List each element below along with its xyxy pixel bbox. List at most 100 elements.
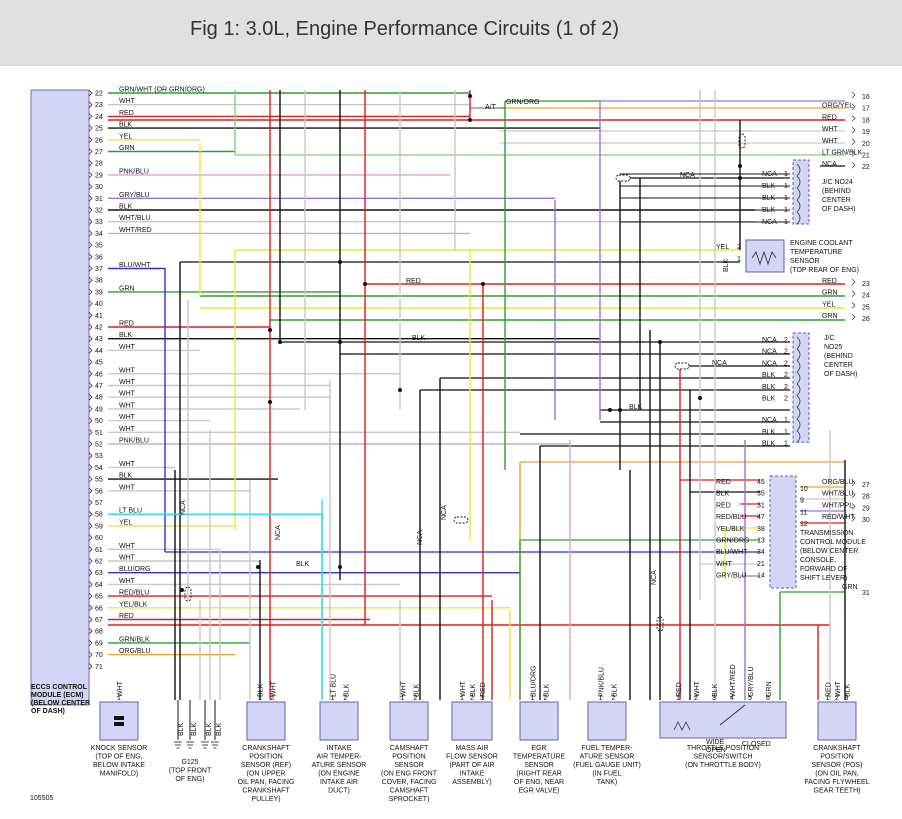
fuel-pin: 2 — [611, 695, 615, 702]
fuel-label: (IN FUEL — [592, 771, 621, 778]
tps-closed-label: CLOSED — [742, 741, 771, 748]
tps-wide-label: WIDE — [706, 739, 725, 746]
right-wire: RED — [822, 278, 837, 285]
arrow — [851, 150, 856, 157]
pin-mark — [88, 218, 93, 225]
tps-pin: 2 — [694, 695, 698, 702]
fuel-label: (FUEL GAUGE UNIT) — [573, 762, 641, 769]
ecm-pin-wire: GRN/WHT (OR GRN/ORG) — [119, 87, 205, 94]
g125-wire-label: BLK — [206, 722, 213, 736]
egr-label: EGR VALVE) — [519, 788, 560, 795]
connector-pin — [796, 383, 801, 396]
splice-dot — [268, 328, 272, 332]
tps-wire-label: GRN — [766, 681, 773, 697]
pin-mark — [88, 440, 93, 448]
tcm-pin-wire: RED — [716, 479, 731, 486]
knock-label: (TOP OF ENG, — [95, 754, 142, 761]
pin-mark — [88, 89, 93, 97]
nca-label: NCA — [417, 530, 424, 545]
tcm-right-pin: 11 — [800, 509, 807, 516]
right-pin-number: 21 — [862, 153, 870, 160]
cmp-wire-label: BLK — [413, 683, 420, 697]
nca-loop — [674, 362, 690, 370]
pin-mark — [88, 522, 93, 530]
pin-mark — [88, 604, 93, 612]
jc-no24 — [792, 159, 810, 225]
iat-wire-label: LT BLU — [331, 674, 338, 697]
cmp-label: CAMSHAFT — [390, 745, 429, 752]
tps-label: (ON THROTTLE BODY) — [685, 762, 761, 769]
ecm-pin-wire: RED — [119, 613, 134, 620]
egr-label: SENSOR — [524, 762, 554, 769]
egr-label: EGR — [531, 745, 546, 752]
splice-dot — [698, 396, 702, 400]
connector-pin — [796, 175, 801, 189]
jc24-label: OF DASH) — [822, 206, 855, 213]
jc-pin-number: 2 — [784, 337, 788, 344]
connector-pin — [796, 360, 801, 373]
ecm-pin-number: 22 — [95, 91, 103, 98]
ecm-pin-number: 47 — [95, 383, 103, 390]
pin-mark — [88, 475, 93, 483]
egr-pin: 2 — [543, 695, 547, 702]
ground-symbol — [211, 741, 219, 749]
pin-mark — [88, 113, 93, 120]
splice-dot — [256, 565, 260, 569]
iat-wire-label: BLK — [343, 683, 350, 697]
tps-wire-label: RED — [676, 682, 683, 697]
right-wire: YEL — [822, 301, 835, 308]
ecm-pin-wire: WHT — [119, 555, 136, 562]
iat-pin: 2 — [343, 695, 347, 702]
ground-symbol — [186, 741, 194, 749]
ecm-pin-number: 29 — [95, 172, 103, 179]
nca-label: NCA — [680, 172, 695, 179]
tps-resistor — [673, 721, 691, 731]
egr-label: (RIGHT REAR — [516, 771, 561, 778]
ecm-pin-number: 48 — [95, 395, 103, 402]
right-pin-number: 26 — [862, 316, 870, 323]
knock-wire-label: WHT — [117, 680, 124, 697]
tcm-label: (BELOW CENTER — [800, 548, 858, 555]
nca-label: NCA — [651, 570, 658, 585]
splice-dot — [363, 282, 367, 286]
pin-mark — [88, 241, 93, 249]
coolant-wire: YEL — [716, 244, 729, 251]
ecm-pin-wire: YEL — [119, 133, 132, 140]
ckp_pos-wire-label: RED — [826, 682, 833, 697]
jc-pin-number: 1 — [784, 207, 788, 214]
jc25-label: (BEHIND — [824, 353, 853, 360]
pin-mark — [88, 487, 93, 495]
jc-pin-number: 2 — [784, 349, 788, 356]
g125-wire-label: BLK — [191, 722, 198, 736]
ckp_ref-pin: 1 — [258, 695, 262, 702]
ecm-pin-number: 49 — [95, 406, 103, 413]
ecm-pin-wire: WHT — [119, 578, 136, 585]
ecm-pin-wire: WHT — [119, 367, 136, 374]
maf-pin: 3 — [480, 695, 484, 702]
connector-pin — [796, 430, 801, 443]
jc-pin-number: 1 — [784, 183, 788, 190]
knock-symbol — [114, 716, 124, 720]
pin-mark — [88, 499, 93, 506]
maf-label: FLOW SENSOR — [446, 754, 498, 761]
g125-wire-label: BLK — [216, 722, 223, 736]
pin-mark — [88, 393, 93, 401]
iat-pin: 1 — [331, 695, 335, 702]
iat-label: INTAKE AIR — [320, 779, 358, 786]
ecm-body — [30, 89, 90, 706]
fuel-label: FUEL TEMPER- — [582, 745, 634, 752]
ckp_ref-label: CRANKSHAFT — [242, 788, 290, 795]
ecm-pin-number: 38 — [95, 278, 103, 285]
arrow — [851, 514, 856, 522]
splice-dot — [338, 565, 342, 569]
tcm-pin-wire: BLU/WHT — [716, 549, 748, 556]
ecm-pin-wire: RED — [119, 321, 134, 328]
pin-mark — [88, 651, 93, 658]
jc-pin-wire: NCA — [762, 337, 777, 344]
egr-body — [519, 701, 559, 741]
ecm-pin-number: 51 — [95, 430, 103, 437]
arrow — [851, 479, 856, 487]
